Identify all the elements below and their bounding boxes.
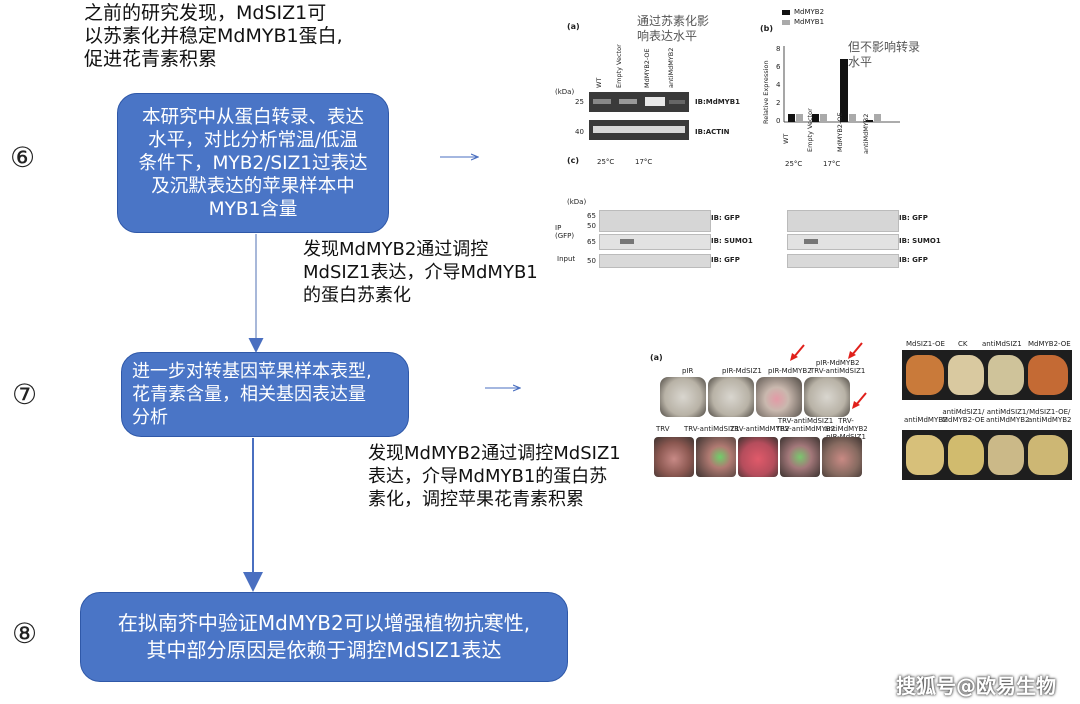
step-7-finding: 发现MdMYB2通过调控MdSIZ1 表达，介导MdMYB1的蛋白苏 素化，调控…: [368, 443, 621, 510]
row-actin: IB:ACTIN: [695, 128, 730, 136]
y-tick-8: 8: [776, 45, 781, 53]
marker-c-50: 50: [587, 222, 596, 230]
callus-label-antimdmyb2: antiMdMYB2: [904, 416, 948, 424]
panel-c-label: (c): [567, 156, 580, 165]
label-pir-mdsiz1: pIR-MdSIZ1: [722, 367, 762, 375]
marker-c-65b: 65: [587, 238, 596, 246]
kda-label-c: (kDa): [567, 198, 587, 206]
callus-label-mdsiz1-oe: MdSIZ1-OE: [906, 340, 945, 348]
apple-image: [780, 437, 820, 477]
fig7-label: (a): [650, 353, 663, 362]
red-arrow-icons: [790, 342, 867, 409]
cat-wt: WT: [782, 133, 790, 144]
apple-image: [804, 377, 850, 417]
figure6-panel-c: (c) 25°C 17°C 25°C 17°C (kDa) IP (GFP) I…: [555, 150, 965, 270]
callus-label-combo2: antiMdSIZ1/ antiMdMYB2: [986, 408, 1030, 424]
panel-b-label: (b): [760, 24, 774, 33]
blot-sumo1: IB: SUMO1: [711, 237, 753, 245]
callus-label-combo1: antiMdSIZ1/ MdMYB2-OE: [942, 408, 985, 424]
label-trv-antimdmyb2: TRV-antiMdMYB2: [730, 425, 790, 433]
expression-bars: [783, 46, 900, 123]
label-pir-mdmyb2: pIR-MdMYB2: [768, 367, 812, 375]
cat-mdmyb2-oe: MdMYB2-OE: [836, 112, 844, 152]
marker-40: 40: [575, 128, 584, 136]
label-trv: TRV: [656, 425, 670, 433]
step-6-finding: 发现MdMYB2通过调控 MdSIZ1表达，介导MdMYB1 的蛋白苏素化: [303, 239, 538, 306]
label-pir: pIR: [682, 367, 694, 375]
apple-image: [738, 437, 778, 477]
blot-gfp-right: IB: GFP: [899, 214, 928, 222]
label-trv-antimdsiz1: TRV-antiMdSIZ1: [684, 425, 740, 433]
cat-empty-vector: Empty Vector: [806, 108, 814, 152]
apple-image: [708, 377, 754, 417]
callus-row-top: [902, 350, 1072, 400]
blot-gfp-input: IB: GFP: [711, 256, 740, 264]
figure7-panel-a: (a) pIR pIR-MdSIZ1 pIR-MdMYB2 pIR-MdMYB2…: [650, 342, 870, 480]
lane-mdmyb2-oe: MdMYB2-OE: [643, 48, 651, 88]
blot-sumo1-right: IB: SUMO1: [899, 237, 941, 245]
callus-label-ck: CK: [958, 340, 968, 348]
cat-antimdmyb2: antiMdMYB2: [862, 113, 870, 154]
input-label: Input: [557, 255, 576, 263]
lane-antimdmyb2: antiMdMYB2: [667, 47, 675, 88]
step-number-7: ⑦: [12, 378, 38, 411]
watermark: 搜狐号@欧易生物: [896, 674, 1056, 698]
panel-a-label: (a): [567, 22, 580, 31]
apple-image: [660, 377, 706, 417]
y-tick-4: 4: [776, 81, 781, 89]
callus-label-antimdsiz1: antiMdSIZ1: [982, 340, 1022, 348]
apple-image: [654, 437, 694, 477]
temp-17: 17°C: [635, 158, 653, 166]
lane-empty-vector: Empty Vector: [615, 44, 623, 88]
marker-25: 25: [575, 98, 584, 106]
y-tick-0: 0: [776, 117, 781, 125]
step-8-box: 在拟南芥中验证MdMYB2可以增强植物抗寒性, 其中部分原因是依赖于调控MdSI…: [80, 592, 568, 682]
panel-b-annotation: 但不影响转录 水平: [848, 40, 921, 69]
blot-gfp: IB: GFP: [711, 214, 740, 222]
step-6-box: 本研究中从蛋白转录、表达 水平，对比分析常温/低温 条件下，MYB2/SIZ1过…: [117, 93, 389, 233]
blot-actin: [589, 120, 689, 140]
step-number-6: ⑥: [10, 141, 36, 174]
y-axis-label: Relative Expression: [762, 60, 770, 124]
apple-image: [756, 377, 802, 417]
blot-mdmyb1: [589, 92, 689, 112]
step-number-8: ⑧: [12, 617, 38, 650]
panel-a-annotation: 通过苏素化影 响表达水平: [637, 14, 710, 43]
y-tick-2: 2: [776, 99, 781, 107]
lane-wt: WT: [595, 77, 603, 88]
callus-label-mdmyb2-oe: MdMYB2-OE: [1028, 340, 1071, 348]
marker-c-65: 65: [587, 212, 596, 220]
legend-mdmyb2: MdMYB2: [794, 8, 825, 16]
figure6-panel-a: (a) 通过苏素化影 响表达水平 (kDa) WT Empty Vector M…: [555, 8, 760, 143]
step-7-box: 进一步对转基因苹果样本表型, 花青素含量，相关基因表达量 分析: [121, 352, 409, 437]
y-tick-6: 6: [776, 63, 781, 71]
callus-label-combo3: MdSIZ1-OE/ antiMdMYB2: [1028, 408, 1072, 424]
marker-c-50b: 50: [587, 257, 596, 265]
ip-label: IP (GFP): [555, 224, 575, 240]
temp-25-right: 25°C: [785, 160, 803, 168]
temp-17-right: 17°C: [823, 160, 841, 168]
label-trv-combo: TRV-antiMdSIZ1 TRV-antiMdMYB2: [776, 417, 836, 433]
blot-gfp-input-right: IB: GFP: [899, 256, 928, 264]
callus-row-bottom: [902, 430, 1072, 480]
apple-image: [822, 437, 862, 477]
row-mdmyb1: IB:MdMYB1: [695, 98, 740, 106]
figure7-callus: MdSIZ1-OE CK antiMdSIZ1 MdMYB2-OE antiMd…: [902, 338, 1072, 483]
intro-text: 之前的研究发现，MdSIZ1可 以苏素化并稳定MdMYB1蛋白, 促进花青素积累: [84, 2, 343, 70]
kda-label: (kDa): [555, 88, 575, 96]
figure6-panel-b: (b) MdMYB2 MdMYB1 但不影响转录 水平 Relative Exp…: [760, 8, 965, 154]
temp-25: 25°C: [597, 158, 615, 166]
apple-image: [696, 437, 736, 477]
legend-mdmyb1: MdMYB1: [794, 18, 825, 26]
label-pir-mdmyb2-trv: pIR-MdMYB2 TRV-antiMdSIZ1: [810, 359, 866, 375]
